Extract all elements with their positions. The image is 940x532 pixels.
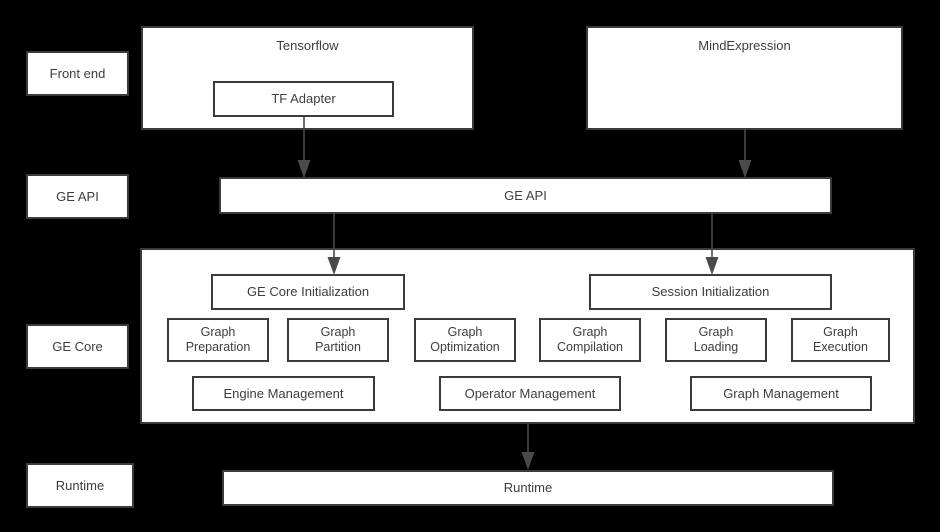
lane-label-runtime: Runtime <box>26 463 134 508</box>
graph-loading-box: Graph Loading <box>665 318 767 362</box>
engine-management-box: Engine Management <box>192 376 375 411</box>
graph-management-box: Graph Management <box>690 376 872 411</box>
frontend-mindexpression-group: MindExpression <box>586 26 903 130</box>
graph-preparation-box: Graph Preparation <box>167 318 269 362</box>
operator-management-box: Operator Management <box>439 376 621 411</box>
mindexpression-label: MindExpression <box>698 38 791 53</box>
connector-ge-api-to-ge-core-initialization <box>327 213 341 275</box>
graph-compilation-box: Graph Compilation <box>539 318 641 362</box>
graph-execution-box: Graph Execution <box>791 318 890 362</box>
ge-core-initialization-box: GE Core Initialization <box>211 274 405 310</box>
lane-label-ge-api: GE API <box>26 174 129 219</box>
connector-tf-adapter-to-ge-api <box>297 116 311 178</box>
ge-api-bar: GE API <box>219 177 832 214</box>
lane-label-front-end: Front end <box>26 51 129 96</box>
tensorflow-label: Tensorflow <box>276 38 339 53</box>
connector-mindexpression-to-ge-api <box>738 129 752 178</box>
connector-ge-core-to-runtime <box>521 423 535 470</box>
tf-adapter-box: TF Adapter <box>213 81 394 117</box>
runtime-bar: Runtime <box>222 470 834 506</box>
session-initialization-box: Session Initialization <box>589 274 832 310</box>
graph-optimization-box: Graph Optimization <box>414 318 516 362</box>
lane-label-ge-core: GE Core <box>26 324 129 369</box>
graph-partition-box: Graph Partition <box>287 318 389 362</box>
connector-ge-api-to-session-initialization <box>705 213 719 275</box>
